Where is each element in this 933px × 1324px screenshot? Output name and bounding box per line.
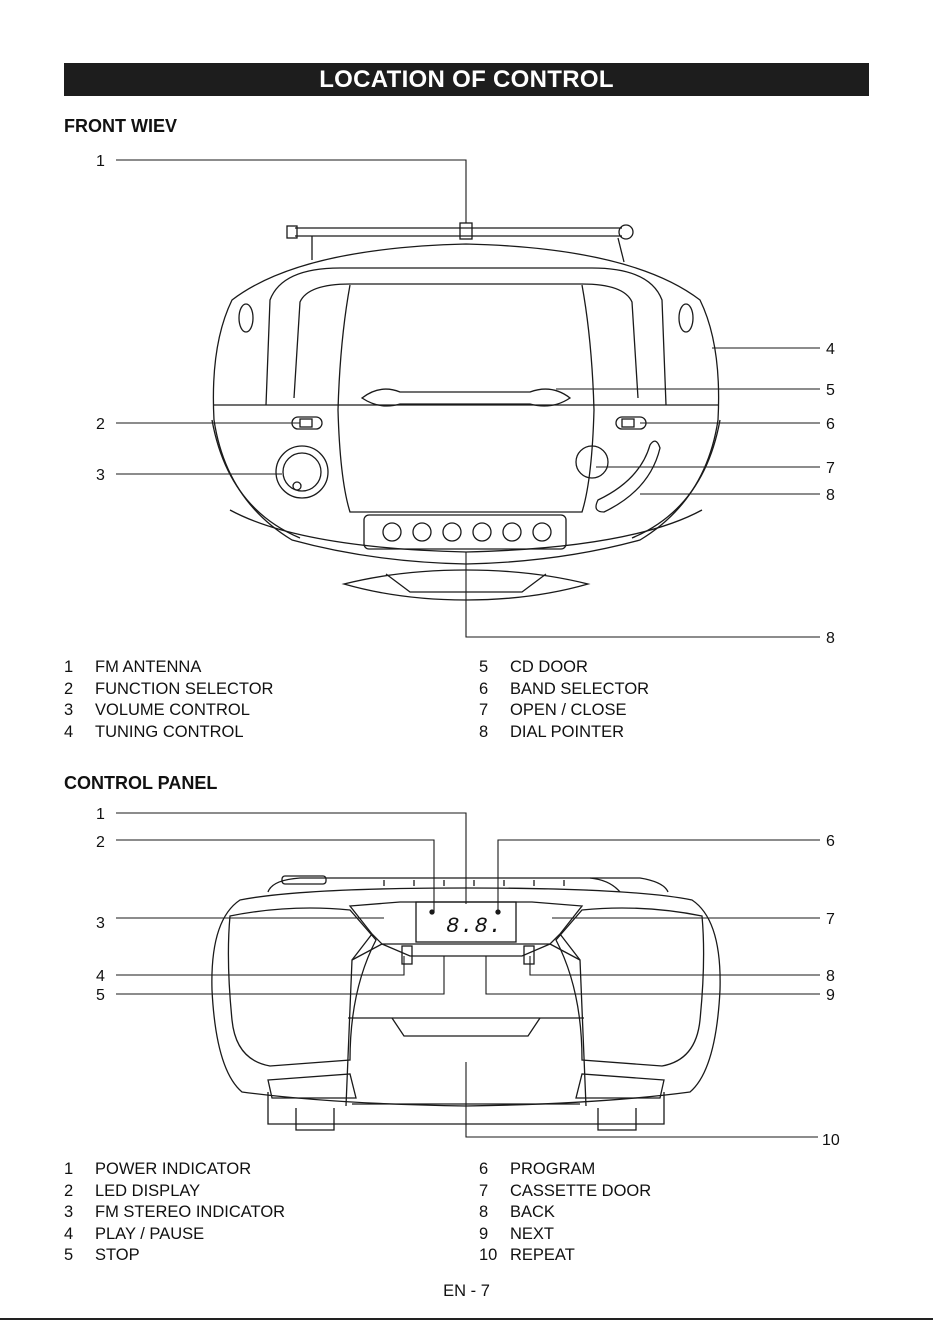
front-callout-numbers: 1 2 3 4 5 6 7 8 8: [96, 153, 835, 647]
front-callout-5: 5: [826, 382, 835, 399]
front-view-heading: FRONT WIEV: [64, 116, 177, 136]
panel-callout-2: 2: [96, 834, 105, 851]
panel-callout-6: 6: [826, 833, 835, 850]
front-callout-4: 4: [826, 341, 835, 358]
control-panel-heading: CONTROL PANEL: [64, 773, 218, 793]
front-callout-3: 3: [96, 467, 105, 484]
panel-callout-9: 9: [826, 987, 835, 1004]
boombox-top-illustration: [211, 875, 721, 1131]
panel-callout-5: 5: [96, 987, 105, 1004]
panel-callout-3: 3: [96, 915, 105, 932]
bottom-rule: [0, 1318, 933, 1320]
front-leader-lines: [116, 159, 820, 638]
led-display-readout: 8.8.: [446, 914, 503, 939]
page-number: EN - 7: [443, 1282, 490, 1300]
panel-callout-4: 4: [96, 968, 105, 985]
boombox-front-illustration: [211, 222, 721, 601]
front-callout-8a: 8: [826, 487, 835, 504]
page-title: LOCATION OF CONTROL: [64, 63, 869, 96]
panel-callout-numbers: 1 2 3 4 5 6 7 8 9 10: [96, 806, 840, 1149]
front-callout-7: 7: [826, 460, 835, 477]
front-callout-6: 6: [826, 416, 835, 433]
panel-callout-1: 1: [96, 806, 105, 823]
panel-leader-lines: [116, 812, 820, 1138]
panel-callout-10: 10: [822, 1132, 840, 1149]
control-panel-diagram: 8.8. 1 2 3 4 5 6 7 8 9 10: [96, 806, 840, 1149]
front-callout-1: 1: [96, 153, 105, 170]
front-callout-8b: 8: [826, 630, 835, 647]
front-view-diagram: 1 2 3 4 5 6 7 8 8: [96, 153, 835, 647]
panel-callout-8: 8: [826, 968, 835, 985]
panel-callout-7: 7: [826, 911, 835, 928]
front-callout-2: 2: [96, 416, 105, 433]
